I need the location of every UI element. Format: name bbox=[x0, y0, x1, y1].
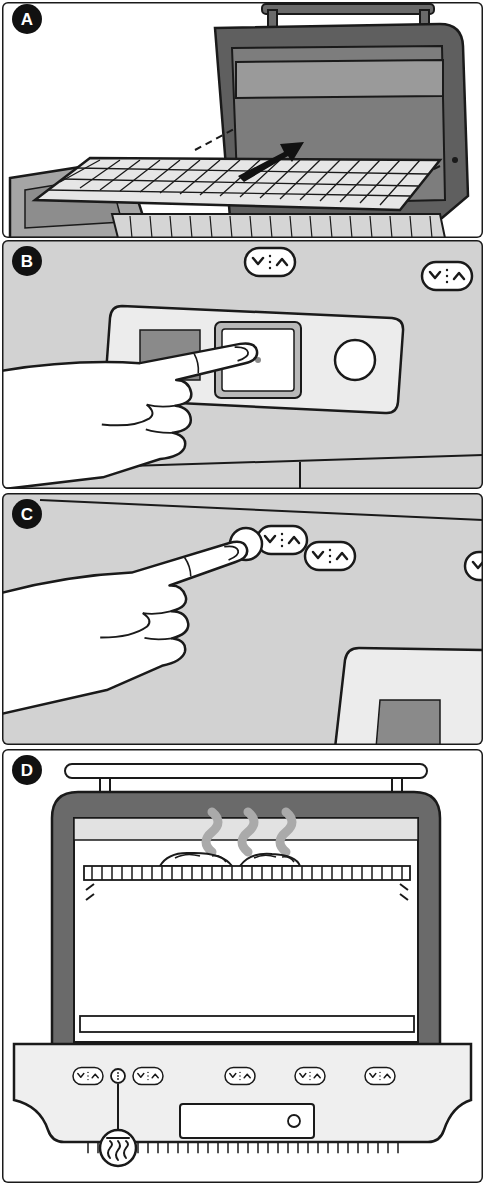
step-badge: C bbox=[12, 499, 42, 529]
step-badge: A bbox=[12, 4, 42, 34]
panel-b bbox=[2, 240, 483, 489]
step-badge: B bbox=[12, 246, 42, 276]
step-badge: D bbox=[12, 755, 42, 785]
step-letter: C bbox=[21, 506, 33, 523]
step-letter: B bbox=[21, 253, 33, 270]
panel-a bbox=[2, 2, 483, 238]
panel-c bbox=[2, 493, 483, 745]
step-letter: D bbox=[21, 762, 33, 779]
step-letter: A bbox=[21, 11, 33, 28]
panel-d bbox=[2, 749, 483, 1183]
